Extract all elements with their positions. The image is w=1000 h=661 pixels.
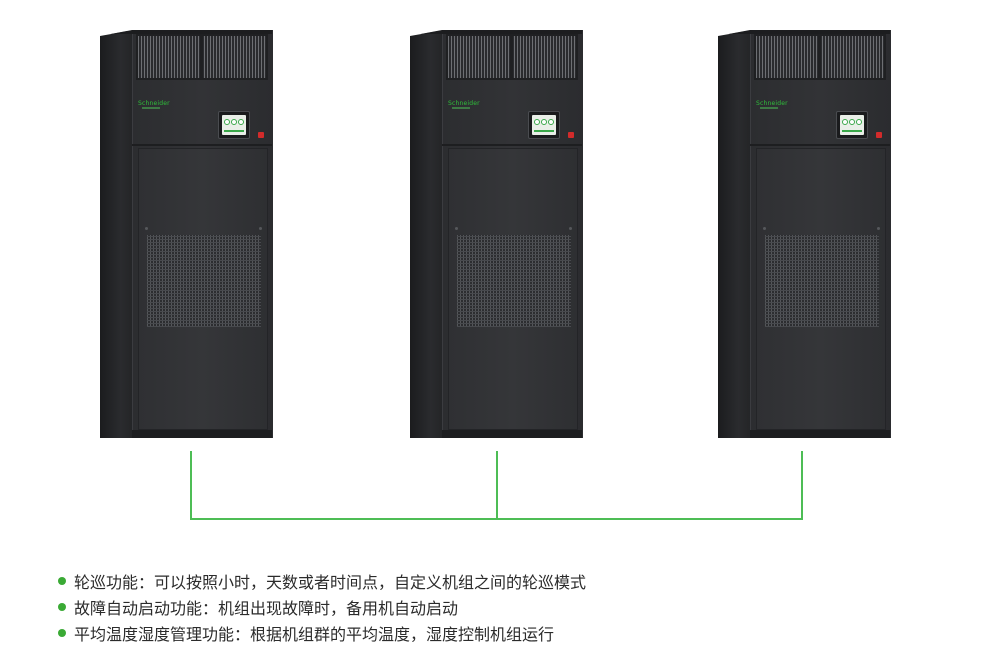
- feature-text: 平均温度湿度管理功能：根据机组群的平均温度，湿度控制机组运行: [74, 625, 555, 644]
- control-display: [836, 111, 868, 139]
- cabinet-door: [756, 148, 886, 430]
- cabinet-base: [442, 430, 582, 438]
- display-screen: [532, 115, 556, 135]
- alarm-button: [568, 132, 574, 138]
- brand-underline: [142, 107, 160, 109]
- feature-item: 平均温度湿度管理功能：根据机组群的平均温度，湿度控制机组运行: [58, 620, 586, 646]
- screw-icon: [455, 227, 458, 230]
- cabinet-side: [100, 30, 134, 438]
- cabinet-door: [138, 148, 268, 430]
- cabinet-door: [448, 148, 578, 430]
- grille-divider: [818, 34, 821, 80]
- status-bar: [224, 130, 244, 132]
- gauge-icon: [842, 119, 848, 125]
- gauge-icon: [224, 119, 230, 125]
- control-display: [528, 111, 560, 139]
- alarm-button: [876, 132, 882, 138]
- connector-drop-1: [190, 451, 192, 520]
- grille-divider: [510, 34, 513, 80]
- grille-divider: [200, 34, 203, 80]
- cabinet-top: [410, 30, 582, 34]
- brand-underline: [452, 107, 470, 109]
- cabinet-base: [750, 430, 890, 438]
- screw-icon: [877, 227, 880, 230]
- intake-vent: [457, 235, 571, 327]
- feature-item: 轮巡功能：可以按照小时，天数或者时间点，自定义机组之间的轮巡模式: [58, 568, 586, 594]
- gauge-icon: [238, 119, 244, 125]
- cooling-unit-1: Schneider: [100, 20, 273, 438]
- bullet-icon: [58, 603, 66, 611]
- display-screen: [840, 115, 864, 135]
- intake-vent: [147, 235, 261, 327]
- control-display: [218, 111, 250, 139]
- gauge-icon: [231, 119, 237, 125]
- cabinet-side: [410, 30, 444, 438]
- screw-icon: [763, 227, 766, 230]
- display-screen: [222, 115, 246, 135]
- panel-edge: [750, 144, 890, 146]
- brand-underline: [760, 107, 778, 109]
- cabinet-side: [718, 30, 752, 438]
- screw-icon: [259, 227, 262, 230]
- bullet-icon: [58, 629, 66, 637]
- gauge-icon: [856, 119, 862, 125]
- feature-item: 故障自动启动功能：机组出现故障时，备用机自动启动: [58, 594, 586, 620]
- screw-icon: [569, 227, 572, 230]
- cooling-unit-2: Schneider: [410, 20, 583, 438]
- connector-bus: [190, 518, 803, 520]
- gauge-icon: [849, 119, 855, 125]
- feature-list: 轮巡功能：可以按照小时，天数或者时间点，自定义机组之间的轮巡模式 故障自动启动功…: [58, 568, 586, 646]
- bullet-icon: [58, 577, 66, 585]
- gauge-icon: [541, 119, 547, 125]
- feature-text: 轮巡功能：可以按照小时，天数或者时间点，自定义机组之间的轮巡模式: [74, 573, 587, 592]
- screw-icon: [145, 227, 148, 230]
- connector-drop-2: [496, 451, 498, 520]
- gauge-icon: [534, 119, 540, 125]
- brand-logo: Schneider: [138, 100, 170, 107]
- gauge-icon: [548, 119, 554, 125]
- cabinet-top: [718, 30, 890, 34]
- panel-edge: [442, 144, 582, 146]
- status-bar: [534, 130, 554, 132]
- intake-vent: [765, 235, 879, 327]
- status-bar: [842, 130, 862, 132]
- cabinet-top: [100, 30, 272, 34]
- cabinet-base: [132, 430, 272, 438]
- connector-drop-3: [801, 451, 803, 520]
- panel-edge: [132, 144, 272, 146]
- alarm-button: [258, 132, 264, 138]
- brand-logo: Schneider: [756, 100, 788, 107]
- brand-logo: Schneider: [448, 100, 480, 107]
- cooling-unit-3: Schneider: [718, 20, 891, 438]
- feature-text: 故障自动启动功能：机组出现故障时，备用机自动启动: [74, 599, 459, 618]
